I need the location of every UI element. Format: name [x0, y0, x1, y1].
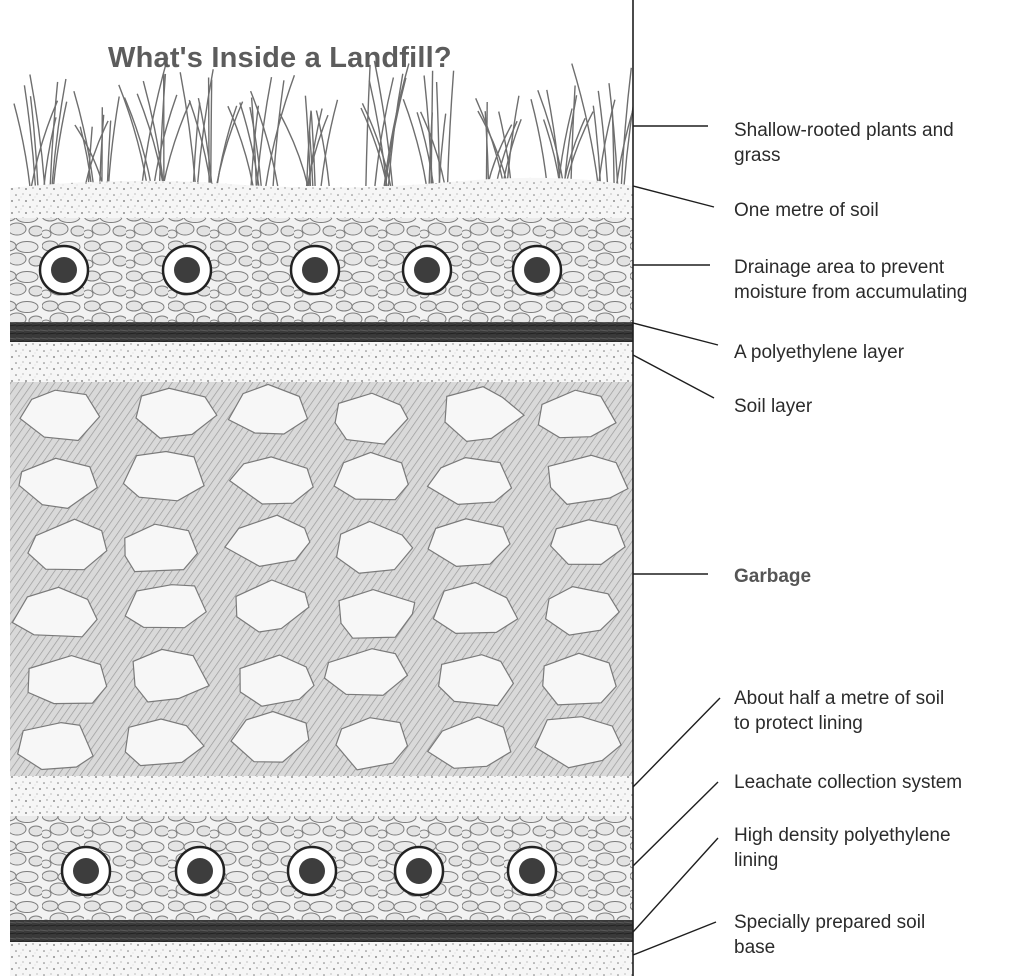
garbage-layer	[10, 382, 633, 776]
upper-drainage-pipe-core-1	[51, 257, 77, 283]
label-base: Specially prepared soil base	[734, 910, 925, 960]
label-polyethylene: A polyethylene layer	[734, 340, 904, 365]
label-garbage: Garbage	[734, 564, 811, 589]
upper-drainage-pipe-core-4	[414, 257, 440, 283]
label-plants: Shallow-rooted plants and grass	[734, 118, 954, 168]
leachate-pipe-core-2	[187, 858, 213, 884]
hdpe-lining-layer	[10, 920, 633, 942]
leader-line-protect-soil	[633, 698, 720, 787]
grass-blade	[209, 78, 210, 187]
leachate-pipe-core-3	[299, 858, 325, 884]
leader-line-polyethylene	[633, 323, 718, 345]
leachate-pipe-core-4	[406, 858, 432, 884]
upper-drainage-pipe-core-5	[524, 257, 550, 283]
leader-line-leachate	[633, 782, 718, 866]
protective-soil-layer	[10, 776, 633, 816]
polyethylene-layer	[10, 322, 633, 342]
label-topsoil: One metre of soil	[734, 198, 879, 223]
label-hdpe: High density polyethylene lining	[734, 823, 951, 873]
label-soil-layer: Soil layer	[734, 394, 812, 419]
leader-line-soil-layer	[633, 355, 714, 398]
upper-drainage-pipe-core-3	[302, 257, 328, 283]
soil-base-layer	[10, 942, 633, 976]
leader-line-topsoil	[633, 186, 714, 207]
soil-layer	[10, 342, 633, 382]
label-leachate: Leachate collection system	[734, 770, 962, 795]
upper-drainage-pipe-core-2	[174, 257, 200, 283]
leader-line-hdpe	[633, 838, 718, 932]
label-drainage: Drainage area to prevent moisture from a…	[734, 255, 967, 305]
label-protect-soil: About half a metre of soil to protect li…	[734, 686, 944, 736]
garbage-chunk	[125, 585, 206, 628]
diagram-title: What's Inside a Landfill?	[108, 42, 452, 75]
leachate-pipe-core-1	[73, 858, 99, 884]
leachate-pipe-core-5	[519, 858, 545, 884]
leader-line-base	[633, 922, 716, 955]
